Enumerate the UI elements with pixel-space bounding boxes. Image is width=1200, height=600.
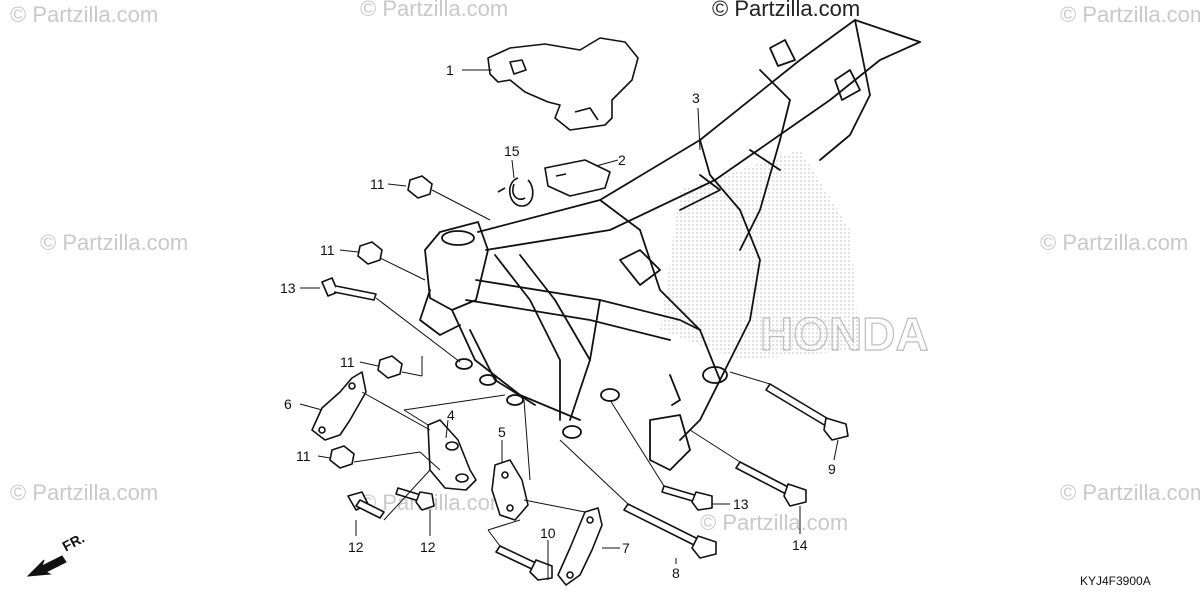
part-bracket-left (311, 371, 367, 441)
callout-10: 10 (540, 525, 556, 541)
callout-11: 11 (370, 176, 385, 192)
part-bracket-7 (557, 507, 603, 586)
watermark: © Partzilla.com (1040, 230, 1189, 255)
callout-5: 5 (498, 424, 506, 440)
shading-area (660, 150, 860, 360)
callout-13: 13 (733, 496, 749, 512)
front-direction-arrow-icon (26, 555, 67, 577)
watermark: © Partzilla.com (10, 2, 159, 27)
callout-11: 11 (320, 242, 335, 258)
callout-labels: 1 2 3 15 11 11 13 11 6 4 5 11 12 12 10 7… (280, 62, 836, 581)
callout-12: 12 (348, 539, 364, 555)
callout-11: 11 (296, 448, 311, 464)
leader-lines (299, 69, 839, 580)
copyright-text: © Partzilla.com (712, 0, 861, 21)
callout-7: 7 (622, 540, 630, 556)
callout-2: 2 (618, 152, 626, 168)
watermark: © Partzilla.com (40, 230, 189, 255)
watermark: © Partzilla.com (700, 510, 849, 535)
nut-group (329, 175, 433, 469)
diagram-code: KYJ4F3900A (1080, 574, 1151, 588)
callout-4: 4 (447, 407, 455, 423)
part-bracket-4 (427, 419, 477, 491)
callout-12: 12 (420, 539, 436, 555)
part-band (497, 177, 534, 207)
part-bracket-5 (491, 459, 529, 521)
watermark: © Partzilla.com (1060, 2, 1200, 27)
main-frame (419, 19, 921, 471)
callout-14: 14 (792, 537, 808, 553)
watermark: © Partzilla.com (10, 480, 159, 505)
part-small-plate (544, 159, 611, 197)
honda-faint-text: HONDA (760, 308, 929, 360)
watermark: © Partzilla.com (1060, 480, 1200, 505)
watermark: © Partzilla.com (360, 0, 509, 21)
callout-13: 13 (280, 280, 296, 296)
callout-8: 8 (672, 565, 680, 581)
callout-1: 1 (446, 62, 454, 78)
callout-15: 15 (504, 143, 520, 159)
callout-3: 3 (692, 90, 700, 106)
callout-11: 11 (340, 354, 355, 370)
callout-6: 6 (284, 396, 292, 412)
bolt-group (321, 277, 849, 581)
part-cover-plate (487, 37, 639, 131)
callout-9: 9 (828, 461, 836, 477)
